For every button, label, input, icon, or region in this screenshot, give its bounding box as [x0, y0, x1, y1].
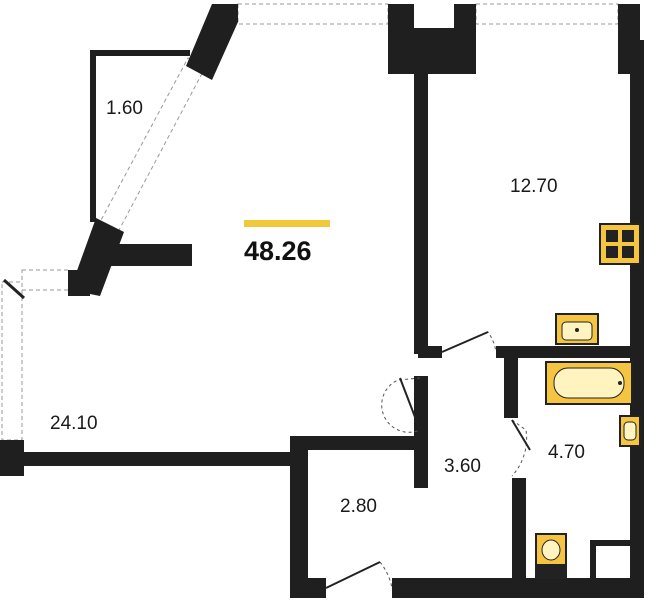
walls: [0, 4, 644, 598]
room-area-hallway: 2.80: [340, 496, 377, 517]
room-area-corridor: 3.60: [444, 456, 481, 477]
room-area-balcony: 1.60: [106, 98, 143, 119]
stove-icon: [599, 223, 641, 265]
window-top-left: [237, 3, 389, 25]
washbasin-icon: [619, 415, 641, 447]
window-top-right: [475, 3, 619, 25]
window-left: [1, 281, 23, 441]
window-balcony: [99, 57, 207, 233]
room-area-living-room: 24.10: [50, 413, 98, 434]
window-corner: [21, 269, 71, 291]
doors: [2, 278, 531, 589]
total-area-accent: [244, 220, 330, 227]
bathtub-icon: [545, 361, 633, 405]
room-area-kitchen: 12.70: [510, 176, 558, 197]
toilet-icon: [535, 533, 567, 579]
room-area-bathroom: 4.70: [548, 442, 585, 463]
total-area: 48.26: [244, 236, 312, 266]
kitchen-sink-icon: [555, 313, 599, 345]
